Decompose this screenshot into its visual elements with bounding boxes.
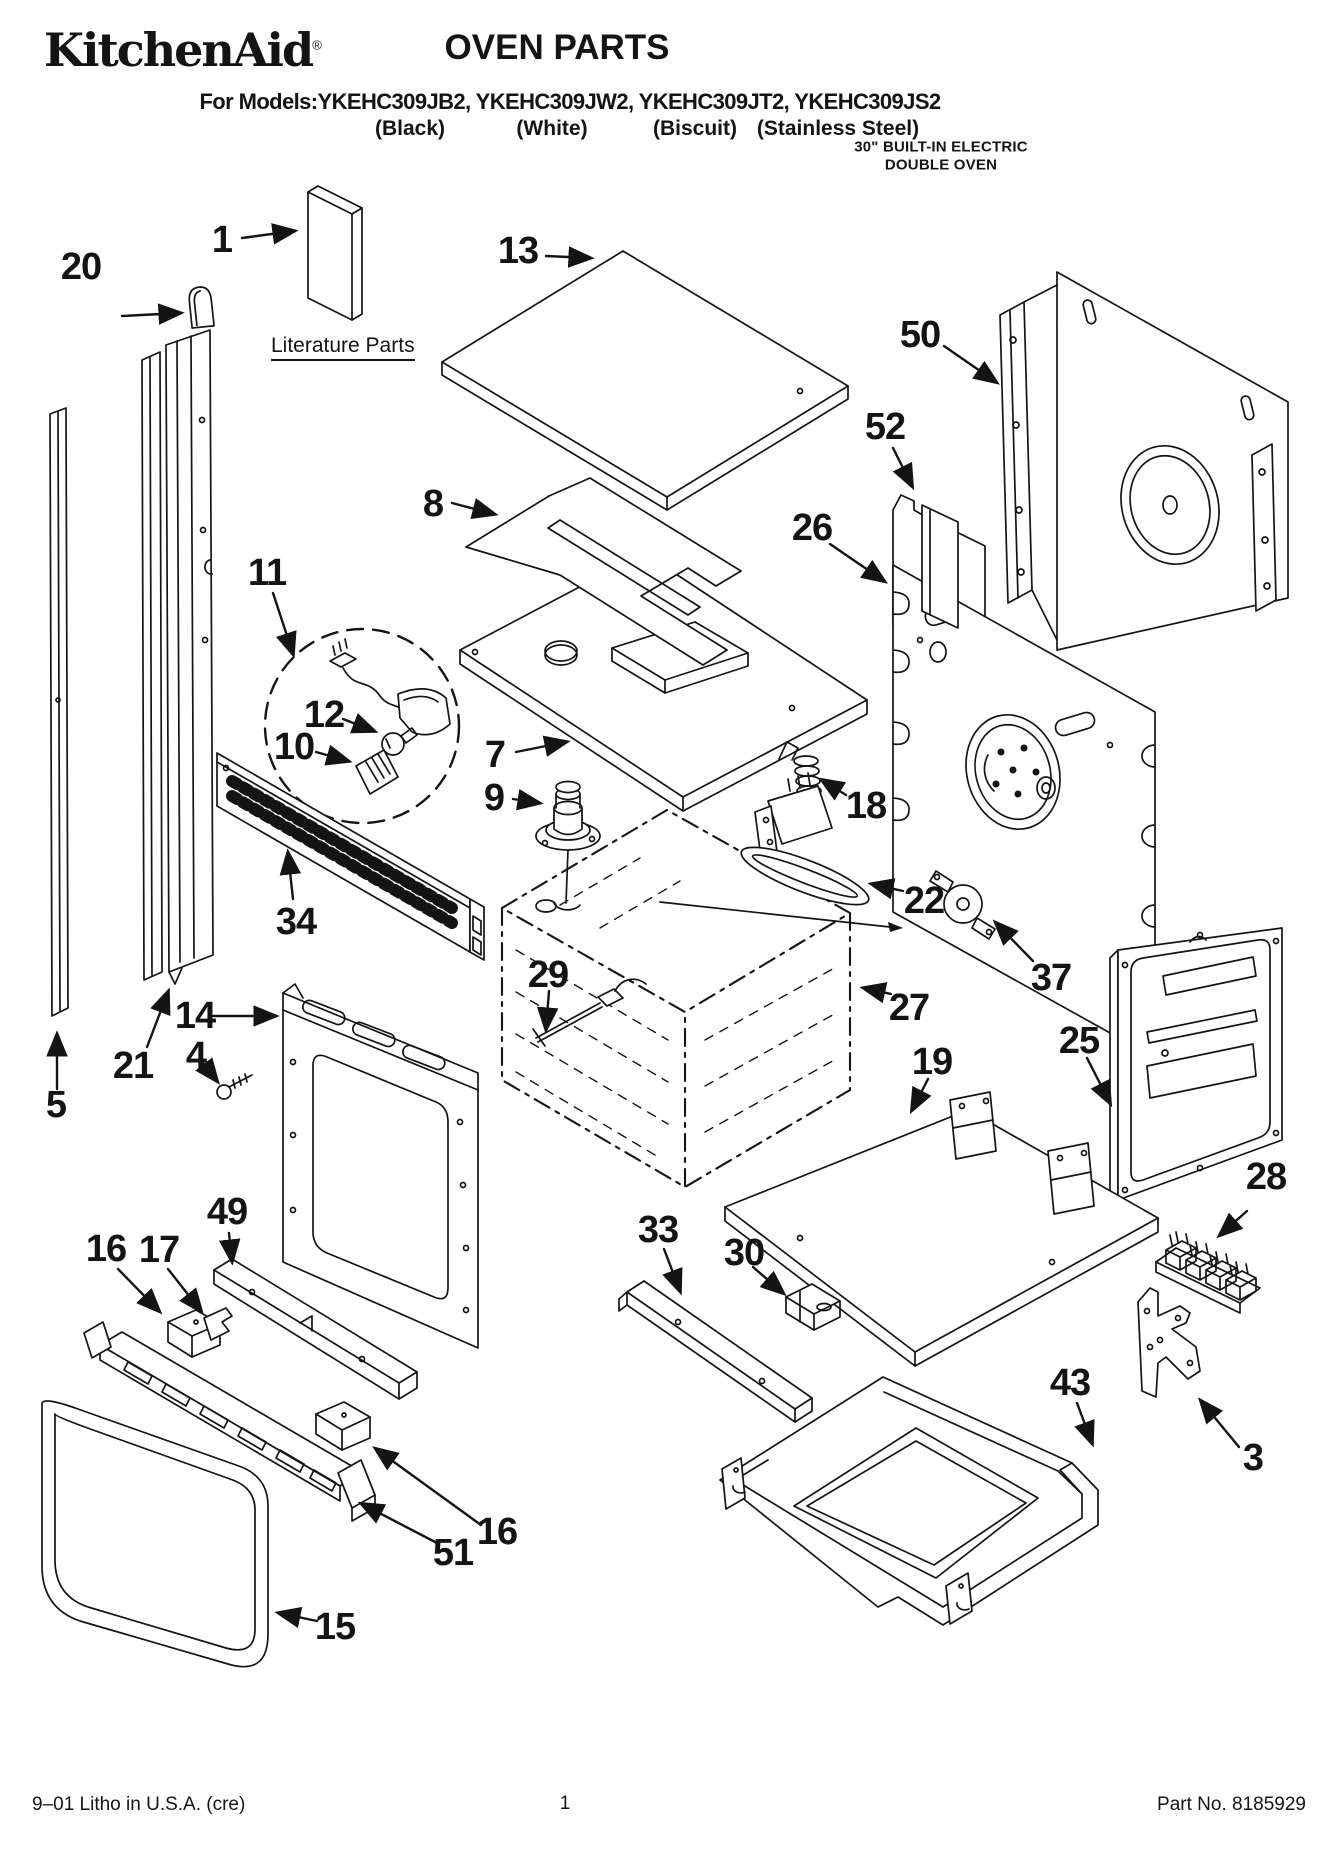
part-34-vent-grille [216,752,485,961]
models-line: For Models:YKEHC309JB2, YKEHC309JW2, YKE… [199,89,941,114]
finish-biscuit: (Biscuit) [653,117,737,140]
part-12-light-bulb [381,732,405,756]
part-30-bracket [785,1283,841,1331]
part-7-center-spacer-panel [459,552,868,812]
callout-15: 15 [314,1606,356,1648]
callout-49: 49 [206,1191,248,1233]
part-17-clip [203,1307,233,1341]
callout-50: 50 [899,314,941,356]
callout-22: 22 [903,880,945,922]
part-19-shelf-panel [724,1091,1159,1367]
callout-8: 8 [422,483,444,525]
part-1-literature-book [307,185,363,321]
footer-part-number: Part No. 8185929 [1157,1794,1306,1815]
callout-29: 29 [527,954,569,996]
callout-3: 3 [1242,1437,1264,1479]
part-4-screw [216,1073,253,1100]
callout-14: 14 [174,995,216,1037]
part-28-terminal-block [1155,1231,1261,1314]
callout-11: 11 [247,552,287,594]
callout-17: 17 [138,1229,180,1271]
callout-19: 19 [911,1041,953,1083]
part-50-rear-panel [999,271,1289,651]
part-33-support-rail [618,1280,813,1423]
footer-litho: 9–01 Litho in U.S.A. (cre) [32,1794,246,1815]
product-type-line2: DOUBLE OVEN [884,156,998,174]
part-22-broil-element [659,846,903,932]
footer-page-number: 1 [559,1793,571,1814]
part-3-mounting-bracket [1137,1287,1201,1398]
callout-7: 7 [484,734,506,776]
part-18-ballast-assembly [754,741,833,859]
callout-52: 52 [864,406,906,448]
page-title: OVEN PARTS [444,28,670,67]
part-13-top-panel [441,250,849,511]
part-15-door-gasket [41,1400,269,1668]
part-43-bottom-pan [719,1376,1099,1626]
callout-16: 16 [85,1228,127,1270]
callout-4: 4 [185,1035,207,1077]
callout-27: 27 [888,987,930,1029]
part-5-side-trim-outer [49,407,69,1017]
part-51-bottom-vent-trim [83,1321,376,1522]
callout-34: 34 [275,901,317,943]
callout-51: 51 [432,1532,474,1574]
part-37-thermostat [929,870,996,940]
callout-26: 26 [791,507,833,549]
callout-5: 5 [45,1084,67,1126]
callout-9: 9 [483,777,505,819]
callout-12: 12 [303,694,345,736]
callout-30: 30 [723,1232,765,1274]
callout-20: 20 [60,246,102,288]
brand-logo: KitchenAid® [44,23,322,77]
part-14-front-frame [282,983,479,1349]
dashed-detail-circle [263,627,461,825]
callout-16b: 16 [476,1511,518,1553]
callout-18: 18 [845,785,887,827]
callout-43: 43 [1049,1362,1091,1404]
part-16-spacer-block-right [315,1401,371,1451]
part-11-light-assembly [263,627,461,825]
part-20-end-cap [188,286,215,329]
callout-arrows [46,223,1249,1629]
finish-stainless: (Stainless Steel) [756,117,920,140]
part-8-top-support [465,477,742,666]
callout-25: 25 [1058,1020,1100,1062]
registered-mark: ® [312,37,321,53]
part-9-convection-fan-motor [535,780,601,911]
finish-white: (White) [516,117,588,140]
callout-33: 33 [637,1209,679,1251]
callout-37: 37 [1030,957,1072,999]
part-10-light-lens [355,749,399,795]
part-27-oven-cavity-liner [500,808,852,1189]
product-type-line1: 30" BUILT-IN ELECTRIC [854,138,1028,156]
literature-parts-label: Literature Parts [271,334,415,361]
callout-10: 10 [273,726,315,768]
part-21-side-trim-inner [141,329,214,985]
callout-21: 21 [112,1045,154,1087]
callout-13: 13 [497,230,539,272]
callout-1: 1 [211,219,233,261]
callout-28: 28 [1245,1156,1287,1198]
finish-black: (Black) [374,117,446,140]
